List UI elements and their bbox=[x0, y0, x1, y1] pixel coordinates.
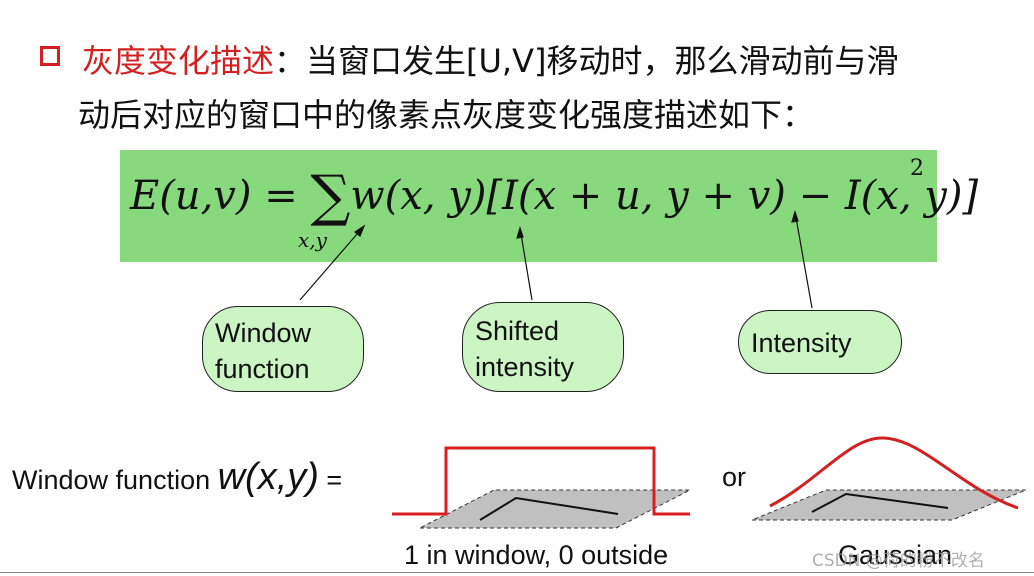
gaussian-patch-outline bbox=[811, 492, 949, 513]
pointer-shifted-arrow-icon bbox=[516, 226, 524, 239]
callout-intensity: Intensity bbox=[738, 310, 902, 374]
rect-window-curve bbox=[392, 446, 690, 516]
formula-lhs: E(u,v) = bbox=[130, 173, 311, 219]
heading-text: ：当窗口发生[U,V]移动时，那么滑动前与滑 bbox=[274, 42, 899, 80]
callout-shifted-line-1: Shifted bbox=[475, 316, 560, 346]
window-function-label: Window function w(x,y) = bbox=[12, 456, 342, 499]
gaussian-window-caption: Gaussian bbox=[838, 540, 953, 570]
rect-window-diagram bbox=[392, 446, 691, 529]
heading-line-1: 灰度变化描述：当窗口发生[U,V]移动时，那么滑动前与滑 bbox=[40, 36, 898, 82]
heading-term: 灰度变化描述 bbox=[82, 42, 275, 80]
formula-power: 2 bbox=[910, 156, 924, 181]
formula-body: w(x, y)[I(x + u, y + v) − I(x, y)] bbox=[350, 173, 979, 219]
pointer-intensity-arrow-icon bbox=[791, 210, 799, 223]
rect-plane bbox=[419, 489, 691, 529]
pointer-shifted bbox=[519, 227, 533, 301]
callout-window-line-2: function bbox=[215, 354, 310, 384]
callout-pointers bbox=[299, 210, 813, 309]
pointer-window-arrow-icon bbox=[353, 224, 366, 237]
or-label: or bbox=[722, 462, 747, 492]
formula: E(u,v) = ∑w(x, y)[I(x + u, y + v) − I(x,… bbox=[130, 164, 978, 229]
rect-patch-outline bbox=[479, 496, 619, 521]
bullet-square-icon bbox=[40, 46, 60, 66]
bottom-rule bbox=[0, 572, 1034, 573]
rect-window-caption: 1 in window, 0 outside bbox=[404, 540, 669, 570]
sum-symbol: ∑ bbox=[310, 164, 351, 229]
gaussian-window-curve bbox=[769, 436, 1019, 510]
callout-window-function: Window function bbox=[202, 306, 364, 392]
heading-line-2: 动后对应的窗口中的像素点灰度变化强度描述如下： bbox=[78, 96, 815, 134]
gaussian-window-diagram bbox=[751, 436, 1027, 521]
window-function-equals: = bbox=[318, 465, 343, 495]
window-function-symbol: w(x,y) bbox=[217, 456, 319, 498]
callout-shifted-line-2: intensity bbox=[475, 352, 575, 382]
window-function-prefix: Window function bbox=[12, 465, 218, 495]
sum-subscript: x,y bbox=[298, 228, 327, 252]
callout-shifted-intensity: Shifted intensity bbox=[462, 302, 624, 392]
pointer-window bbox=[299, 225, 365, 301]
pointer-intensity bbox=[794, 211, 813, 309]
callout-window-line-1: Window bbox=[215, 318, 312, 348]
callout-intensity-line-1: Intensity bbox=[751, 328, 852, 358]
watermark: CSDN @荷的粉不改名 bbox=[812, 551, 985, 571]
gaussian-plane bbox=[751, 489, 1027, 521]
